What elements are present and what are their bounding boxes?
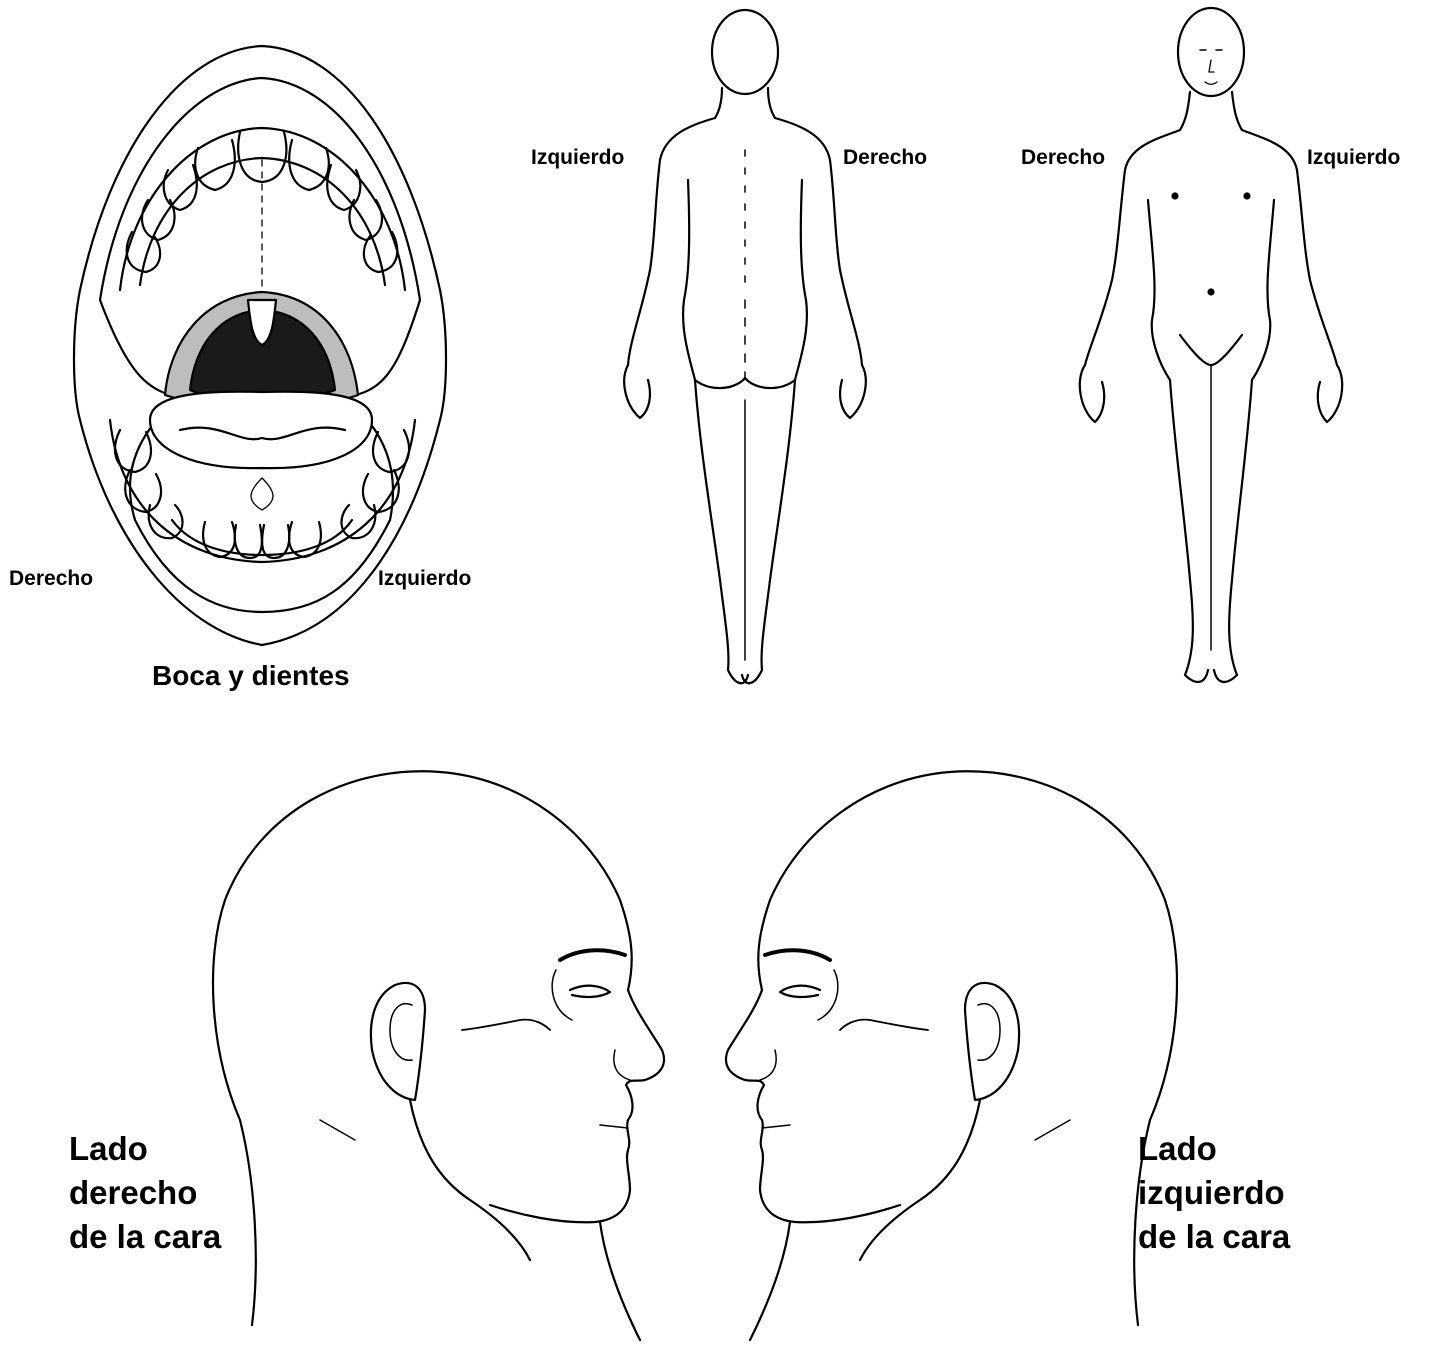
- head-profile-left-side: [726, 771, 1177, 1340]
- face-left-line-3: de la cara: [1138, 1215, 1290, 1259]
- face-left-side-label: Lado izquierdo de la cara: [1138, 1127, 1290, 1259]
- face-right-line-1: Lado: [69, 1127, 221, 1171]
- front-label-derecho: Derecho: [1021, 147, 1105, 168]
- mouth-label-derecho: Derecho: [9, 568, 93, 589]
- back-label-izquierdo: Izquierdo: [531, 147, 624, 168]
- body-front-diagram: [1080, 8, 1342, 682]
- face-right-line-3: de la cara: [69, 1215, 221, 1259]
- back-label-derecho: Derecho: [843, 147, 927, 168]
- mouth-label-izquierdo: Izquierdo: [378, 568, 471, 589]
- mouth-caption: Boca y dientes: [152, 662, 350, 690]
- face-right-line-2: derecho: [69, 1171, 221, 1215]
- front-label-izquierdo: Izquierdo: [1307, 147, 1400, 168]
- face-right-side-label: Lado derecho de la cara: [69, 1127, 221, 1259]
- face-left-line-2: izquierdo: [1138, 1171, 1290, 1215]
- body-back-diagram: [624, 10, 866, 683]
- face-left-line-1: Lado: [1138, 1127, 1290, 1171]
- mouth-diagram: [74, 46, 446, 645]
- head-profile-right-side: [213, 771, 664, 1340]
